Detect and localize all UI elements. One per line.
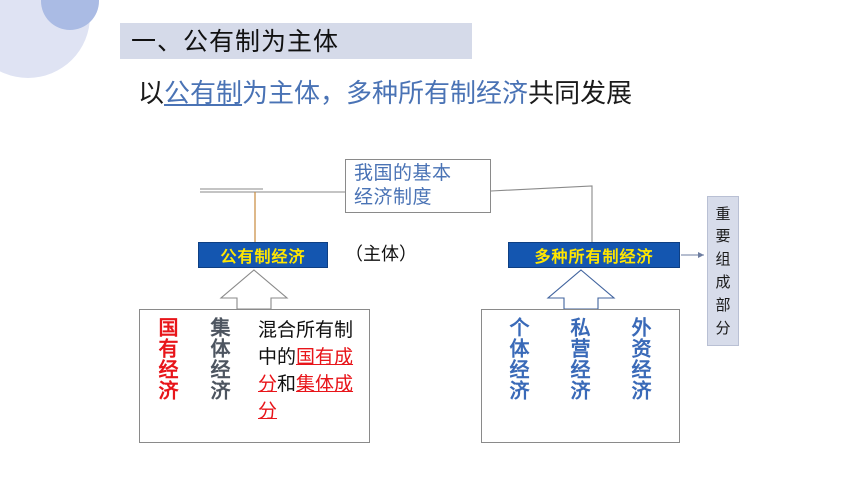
multiple-ownership-box: 多种所有制经济 — [508, 242, 680, 268]
sidebar-char: 分 — [715, 318, 731, 337]
public-ownership-box: 公有制经济 — [198, 242, 328, 268]
sidebar-char: 重 — [715, 204, 731, 223]
public-ownership-children-box — [139, 309, 370, 443]
subtitle-segment-underlined: 公有制 — [164, 79, 243, 109]
public-ownership-label: 公有制经济 — [220, 247, 306, 266]
sidebar-char: 组 — [715, 250, 731, 269]
multi-child-individual-economy: 个体经济 — [506, 317, 530, 401]
subject-annotation: （主体） — [345, 244, 417, 265]
mixed-seg-plain-2: 和 — [277, 372, 297, 395]
root-concept-line-2: 经济制度 — [354, 186, 433, 208]
subtitle-segment-plain-2: 共同发展 — [528, 79, 633, 109]
multiple-ownership-children-box — [481, 309, 680, 443]
slide-subtitle: 以公有制为主体，多种所有制经济共同发展 — [138, 79, 632, 110]
subtitle-segment-blue-1: 为主体， — [242, 79, 347, 109]
subtitle-segment-blue-2: 多种所有制经济 — [346, 79, 529, 109]
multi-child-private-economy: 私营经济 — [567, 317, 591, 401]
root-concept-box: 我国的基本 经济制度 — [345, 159, 491, 213]
public-child-mixed-ownership-text: 混合所有制中的国有成分和集体成分 — [258, 317, 366, 425]
mixed-seg-state-share: 国有成分 — [258, 345, 354, 395]
public-child-state-economy: 国有经济 — [155, 317, 179, 401]
public-child-column-2-wrap: 集体经济 — [206, 317, 232, 401]
slide-title-bar: 一、公有制为主体 — [120, 23, 472, 59]
slide-title: 一、公有制为主体 — [131, 26, 340, 56]
public-child-collective-economy: 集体经济 — [207, 317, 231, 401]
multi-child-foreign-economy: 外资经济 — [628, 317, 652, 401]
public-child-column-1-wrap: 国有经济 — [154, 317, 180, 401]
sidebar-char: 成 — [715, 273, 731, 291]
multi-child-column-3-wrap: 外资经济 — [627, 317, 653, 401]
multi-child-column-2-wrap: 私营经济 — [566, 317, 592, 401]
mixed-seg-collective-share: 集体成分 — [258, 372, 354, 422]
sidebar-char: 要 — [715, 227, 731, 246]
multiple-ownership-label: 多种所有制经济 — [534, 247, 654, 266]
root-concept-line-1: 我国的基本 — [354, 162, 452, 185]
multi-child-column-1-wrap: 个体经济 — [505, 317, 531, 401]
mixed-seg-plain-1: 混合所有制中的 — [258, 319, 354, 368]
sidebar-char: 部 — [715, 295, 731, 314]
important-component-sidebar: 重 要 组 成 部 分 — [707, 196, 739, 346]
subtitle-segment-plain-1: 以 — [138, 79, 165, 109]
